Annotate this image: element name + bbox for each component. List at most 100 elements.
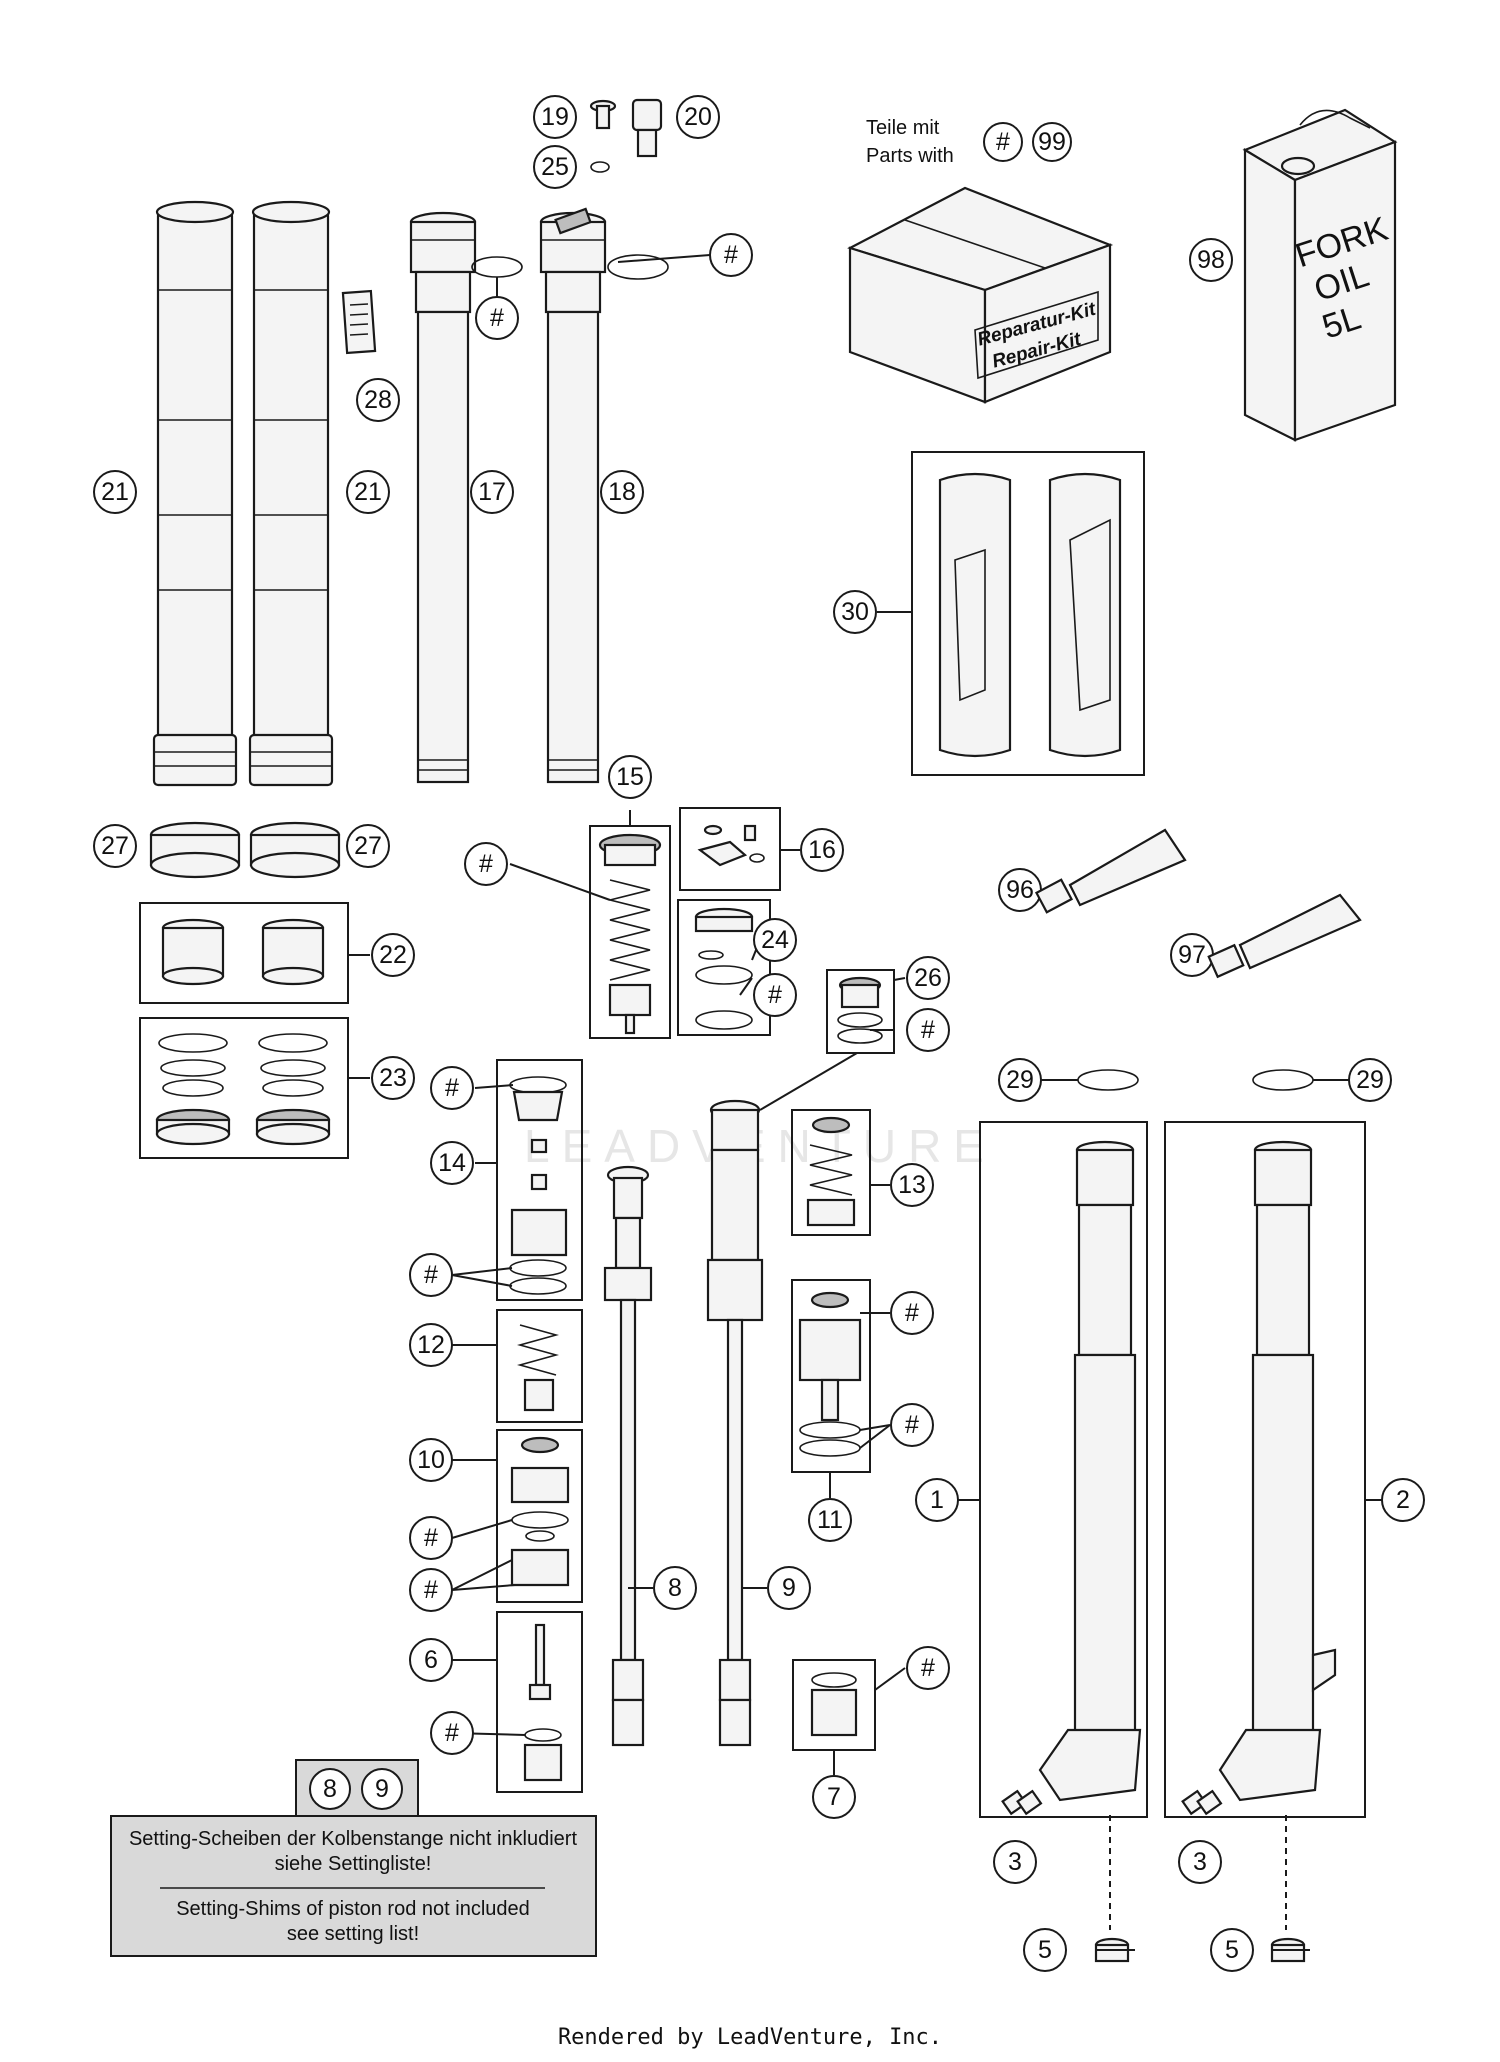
svg-text:5: 5 bbox=[1225, 1936, 1239, 1964]
fork-oil-can: FORK OIL 5L bbox=[1242, 108, 1398, 442]
svg-text:#: # bbox=[479, 850, 493, 878]
callout-hash-11b: # bbox=[890, 1403, 934, 1447]
svg-text:17: 17 bbox=[478, 478, 506, 506]
callout-11: 11 bbox=[808, 1498, 852, 1542]
callout-hash-7: # bbox=[906, 1646, 950, 1690]
dust-seal-left bbox=[149, 821, 241, 879]
o-ring-29a bbox=[1077, 1069, 1139, 1091]
svg-text:21: 21 bbox=[354, 478, 382, 506]
rings-24 bbox=[694, 907, 754, 1030]
svg-text:#: # bbox=[921, 1654, 935, 1682]
note-de-line1: Setting-Scheiben der Kolbenstange nicht … bbox=[129, 1828, 578, 1850]
svg-text:6: 6 bbox=[424, 1646, 438, 1674]
svg-text:27: 27 bbox=[101, 832, 129, 860]
fork-seals bbox=[155, 1033, 331, 1146]
fork-leg-2 bbox=[1181, 1140, 1337, 1816]
assembly-6-frame bbox=[496, 1611, 583, 1793]
callout-hash-14b: # bbox=[409, 1253, 453, 1297]
svg-text:#: # bbox=[724, 241, 738, 269]
kit-legend-number: 99 bbox=[1038, 128, 1066, 156]
note-box: 8 9 Setting-Scheiben der Kolbenstange ni… bbox=[110, 1759, 597, 1957]
svg-text:20: 20 bbox=[684, 103, 712, 131]
svg-text:10: 10 bbox=[417, 1446, 445, 1474]
svg-text:#: # bbox=[905, 1411, 919, 1439]
callout-hash-17: # bbox=[475, 296, 519, 340]
callout-29b: 29 bbox=[1348, 1058, 1392, 1102]
svg-text:16: 16 bbox=[808, 836, 836, 864]
note-callout-8: 8 bbox=[323, 1775, 337, 1803]
svg-text:18: 18 bbox=[608, 478, 636, 506]
note-de-line2: siehe Settingliste! bbox=[275, 1853, 432, 1875]
spring-12 bbox=[517, 1324, 559, 1412]
kit-legend-hash: # bbox=[996, 128, 1010, 156]
assembly-11 bbox=[798, 1291, 862, 1457]
callout-hash-26: # bbox=[906, 1008, 950, 1052]
svg-text:26: 26 bbox=[914, 964, 942, 992]
inner-tube-18 bbox=[539, 207, 607, 784]
kit-legend-en: Parts with bbox=[866, 145, 954, 167]
piston-rod-8 bbox=[603, 1165, 653, 1747]
svg-text:1: 1 bbox=[930, 1486, 944, 1514]
assembly-14 bbox=[509, 1076, 568, 1295]
svg-text:30: 30 bbox=[841, 598, 869, 626]
callout-hash-11a: # bbox=[890, 1291, 934, 1335]
note-en-line1: Setting-Shims of piston rod not included bbox=[176, 1898, 530, 1920]
callout-30: 30 bbox=[833, 590, 877, 634]
callout-27b: 27 bbox=[346, 824, 390, 868]
assembly-15 bbox=[598, 833, 662, 1035]
valve-20 bbox=[631, 98, 663, 158]
callout-18: 18 bbox=[600, 470, 644, 514]
svg-text:21: 21 bbox=[101, 478, 129, 506]
leader-lines bbox=[348, 254, 1382, 1951]
fork-leg-1-frame bbox=[979, 1121, 1148, 1818]
svg-text:#: # bbox=[424, 1524, 438, 1552]
svg-text:27: 27 bbox=[354, 832, 382, 860]
svg-text:9: 9 bbox=[782, 1574, 796, 1602]
assembly-26 bbox=[837, 976, 883, 1044]
assembly-10 bbox=[510, 1436, 570, 1587]
o-ring-17 bbox=[471, 256, 523, 278]
svg-text:#: # bbox=[445, 1719, 459, 1747]
callout-2: 2 bbox=[1381, 1478, 1425, 1522]
callout-21a: 21 bbox=[93, 470, 137, 514]
callout-14: 14 bbox=[430, 1141, 474, 1185]
bushings bbox=[161, 918, 325, 986]
svg-text:8: 8 bbox=[668, 1574, 682, 1602]
o-ring-18 bbox=[607, 254, 669, 280]
callout-12: 12 bbox=[409, 1323, 453, 1367]
note-callout-9: 9 bbox=[375, 1775, 389, 1803]
callout-28: 28 bbox=[356, 378, 400, 422]
fork-leg-2-frame bbox=[1164, 1121, 1366, 1818]
svg-text:#: # bbox=[921, 1016, 935, 1044]
callout-hash-10b: # bbox=[409, 1568, 453, 1612]
rings-24-frame bbox=[677, 899, 771, 1036]
svg-text:29: 29 bbox=[1356, 1066, 1384, 1094]
svg-text:29: 29 bbox=[1006, 1066, 1034, 1094]
callout-98: 98 bbox=[1189, 238, 1233, 282]
footer-credit: Rendered by LeadVenture, Inc. bbox=[557, 2025, 943, 2050]
callout-13: 13 bbox=[890, 1163, 934, 1207]
seals-frame bbox=[139, 1017, 349, 1159]
svg-text:12: 12 bbox=[417, 1331, 445, 1359]
assembly-7 bbox=[810, 1672, 858, 1737]
callout-5a: 5 bbox=[1023, 1928, 1067, 1972]
note-en-line2: see setting list! bbox=[287, 1923, 419, 1945]
protector-frame bbox=[911, 451, 1145, 776]
watermark: LEADVENTURE bbox=[524, 1120, 996, 1172]
svg-text:13: 13 bbox=[898, 1171, 926, 1199]
assembly-10-frame bbox=[496, 1429, 583, 1603]
callout-1: 1 bbox=[915, 1478, 959, 1522]
callout-10: 10 bbox=[409, 1438, 453, 1482]
callout-15: 15 bbox=[608, 755, 652, 799]
callout-hash-24: # bbox=[753, 973, 797, 1017]
assembly-13-frame bbox=[791, 1109, 871, 1236]
assembly-14-frame bbox=[496, 1059, 583, 1301]
grease-tube-96 bbox=[1034, 828, 1187, 914]
callout-3b: 3 bbox=[1178, 1840, 1222, 1884]
svg-text:19: 19 bbox=[541, 103, 569, 131]
svg-text:98: 98 bbox=[1197, 246, 1225, 274]
assembly-26-frame bbox=[826, 969, 895, 1054]
piston-rod-9 bbox=[706, 1099, 764, 1747]
fork-leg-1 bbox=[1001, 1140, 1142, 1816]
